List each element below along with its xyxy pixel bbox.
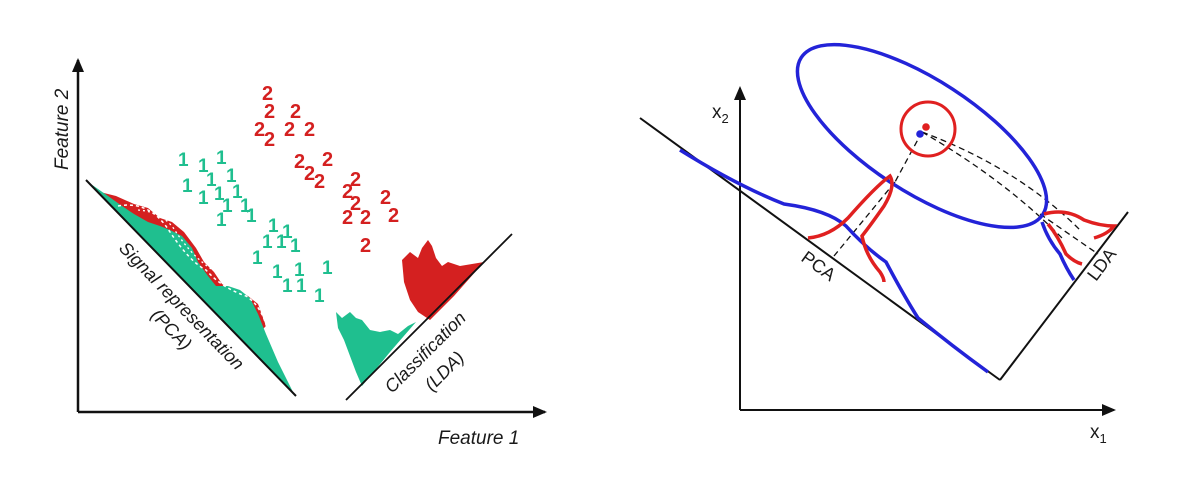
class2-point: 2: [262, 83, 273, 105]
lda-red-distribution: [1046, 222, 1083, 266]
class2-samples: 2 2 2 2 2 2 2 2 2 2 2 2 2 2 2 2 2 2 2: [254, 83, 399, 257]
left-y-axis-label: Feature 2: [52, 88, 73, 170]
class1-point: 1: [198, 188, 209, 209]
class1-point: 1: [216, 210, 227, 231]
class2-point: 2: [290, 101, 301, 123]
class1-point: 1: [214, 184, 225, 205]
right-x-axis-symbol: x: [1090, 422, 1100, 443]
class1-point: 1: [322, 258, 333, 279]
lda-red-distribution: [1043, 210, 1118, 240]
class2-point: 2: [360, 235, 371, 257]
class1-point: 1: [252, 248, 263, 269]
class2-point: 2: [254, 119, 265, 141]
class2-point: 2: [360, 207, 371, 229]
dashed-line: [894, 131, 923, 183]
right-panel: x2 x1 PCA LDA: [639, 42, 1129, 446]
class1-point: 1: [276, 232, 287, 253]
lda-projection-line: [345, 233, 513, 401]
class2-mean-point: [922, 123, 930, 131]
class1-point: 1: [290, 236, 301, 257]
lda-projection-line: [999, 211, 1129, 381]
dashed-projections: [833, 131, 1099, 257]
class2-point: 2: [284, 119, 295, 141]
left-panel: 1 1 1 1 1 1 1 1 1 1 1 1 1 1 1 1 1 1 1 1 …: [52, 58, 547, 449]
class1-point: 1: [296, 276, 307, 297]
lda-distribution: [336, 233, 513, 401]
class2-point: 2: [388, 205, 399, 227]
class1-point: 1: [232, 182, 243, 203]
lda-blue-distribution: [1040, 221, 1076, 281]
right-x-axis-subscript: 1: [1100, 431, 1107, 446]
class1-point: 1: [222, 196, 233, 217]
class-circle: [899, 100, 957, 158]
class2-point: 2: [380, 187, 391, 209]
right-y-axis-label: x2: [712, 102, 729, 126]
class1-point: 1: [216, 148, 227, 169]
right-y-axis-symbol: x: [712, 102, 722, 123]
pca-class2-dotted: [137, 209, 221, 275]
class2-point: 2: [304, 163, 315, 185]
class1-point: 1: [182, 176, 193, 197]
class1-point: 1: [282, 276, 293, 297]
class2-point: 2: [350, 193, 361, 215]
class1-point: 1: [178, 150, 189, 171]
lda-class1-area: [336, 312, 416, 386]
right-y-axis-subscript: 2: [722, 111, 729, 126]
lda-class2-area: [402, 240, 484, 320]
class1-point: 1: [282, 222, 293, 243]
class1-point: 1: [246, 206, 257, 227]
dashed-line: [921, 131, 1063, 239]
class2-point: 2: [350, 169, 361, 191]
left-x-axis-label: Feature 1: [438, 428, 519, 449]
right-lda-label: LDA: [1083, 244, 1120, 284]
right-x-axis-label: x1: [1090, 422, 1107, 446]
class1-point: 1: [240, 196, 251, 217]
class2-point: 2: [322, 149, 333, 171]
dashed-line: [833, 181, 896, 257]
class1-point: 1: [198, 156, 209, 177]
class1-point: 1: [206, 170, 217, 191]
class1-point: 1: [272, 262, 283, 283]
class2-point: 2: [342, 181, 353, 203]
class1-mean-point: [916, 130, 924, 138]
class2-point: 2: [264, 129, 275, 151]
class2-point: 2: [342, 207, 353, 229]
dashed-line: [1039, 213, 1099, 255]
class1-point: 1: [314, 286, 325, 307]
class1-point: 1: [226, 166, 237, 187]
pca-projection-line: [85, 179, 297, 397]
class1-point: 1: [268, 216, 279, 237]
class2-point: 2: [294, 151, 305, 173]
class2-point: 2: [304, 119, 315, 141]
pca-distribution: [85, 179, 297, 397]
class1-samples: 1 1 1 1 1 1 1 1 1 1 1 1 1 1 1 1 1 1 1 1 …: [178, 148, 333, 307]
class2-point: 2: [264, 101, 275, 123]
class2-point: 2: [314, 171, 325, 193]
class1-point: 1: [262, 232, 273, 253]
pca-red-distribution: [807, 173, 894, 283]
dashed-line: [921, 131, 1081, 231]
class1-point: 1: [294, 260, 305, 281]
right-pca-label: PCA: [798, 247, 840, 285]
pca-blue-distribution: [679, 148, 990, 374]
